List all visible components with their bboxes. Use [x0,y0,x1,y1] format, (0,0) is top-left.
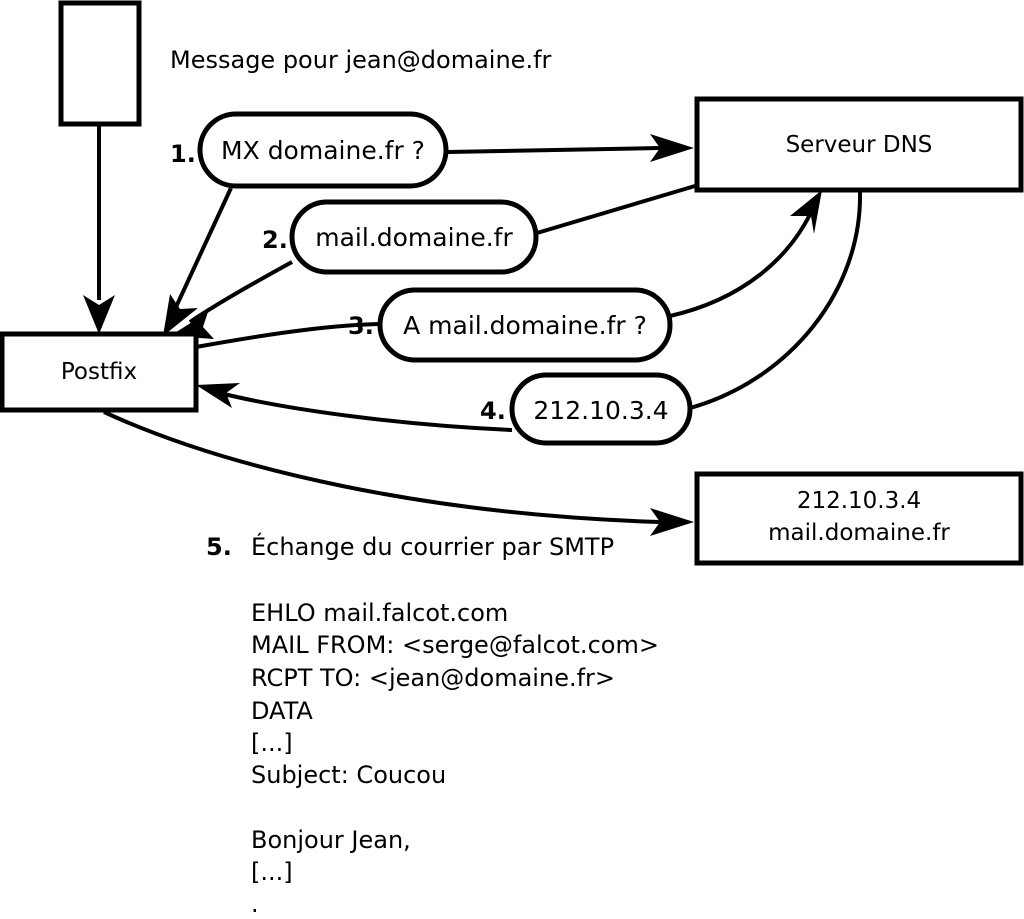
step-number-3: 3. [348,312,374,340]
node-postfix-label: Postfix [61,359,137,385]
smtp-line-4: [...] [251,729,293,757]
smtp-line-1: MAIL FROM: <serge@falcot.com> [251,631,659,659]
bubble-step-2-label: mail.domaine.fr [315,223,513,252]
edge-step1-to-postfix [163,187,233,336]
step-number-4: 4. [480,397,506,425]
node-client-box [58,0,142,127]
smtp-line-3: DATA [251,697,313,725]
node-dns-box: Serveur DNS [694,96,1024,193]
node-mailserver-box: 212.10.3.4 mail.domaine.fr [694,471,1024,566]
bubble-step-1-label: MX domaine.fr ? [221,136,425,165]
bubble-step-4-label: 212.10.3.4 [533,396,668,425]
bubble-step-2: mail.domaine.fr [289,199,539,275]
bubble-step-3-label: A mail.domaine.fr ? [403,311,647,340]
step-5-label: Échange du courrier par SMTP [251,532,614,561]
smtp-line-5: Subject: Coucou [251,761,446,789]
bubble-step-3: A mail.domaine.fr ? [377,287,673,363]
message-caption: Message pour jean@domaine.fr [170,46,552,74]
smtp-line-0: EHLO mail.falcot.com [251,599,508,627]
node-postfix-box: Postfix [0,331,199,413]
edge-postfix-to-step3 [195,322,381,349]
smtp-line-2: RCPT TO: <jean@domaine.fr> [251,664,615,692]
smtp-transcript: EHLO mail.falcot.com MAIL FROM: <serge@f… [251,599,659,918]
node-dns-label: Serveur DNS [786,132,933,158]
edge-client-to-postfix [83,125,115,334]
edge-step4-to-postfix [196,383,513,432]
node-mailserver-hostname: mail.domaine.fr [768,520,950,546]
bubble-step-1: MX domaine.fr ? [197,111,449,189]
smtp-line-7: Bonjour Jean, [251,826,411,854]
step-number-5: 5. [206,533,232,561]
smtp-line-8: [...] [251,858,293,886]
smtp-line-9: . [251,890,259,918]
edge-postfix-to-mailserver [103,410,694,536]
step-number-2: 2. [262,226,288,254]
step-number-1: 1. [170,140,196,168]
edge-dns-to-step2 [536,184,696,235]
bubble-step-4: 212.10.3.4 [509,372,693,446]
node-mailserver-ip: 212.10.3.4 [797,488,921,514]
edge-dns-to-step4 [689,191,863,410]
edge-step1-to-dns [447,134,694,162]
edge-step2-to-postfix [170,260,293,339]
edge-step3-to-dns [669,190,822,318]
